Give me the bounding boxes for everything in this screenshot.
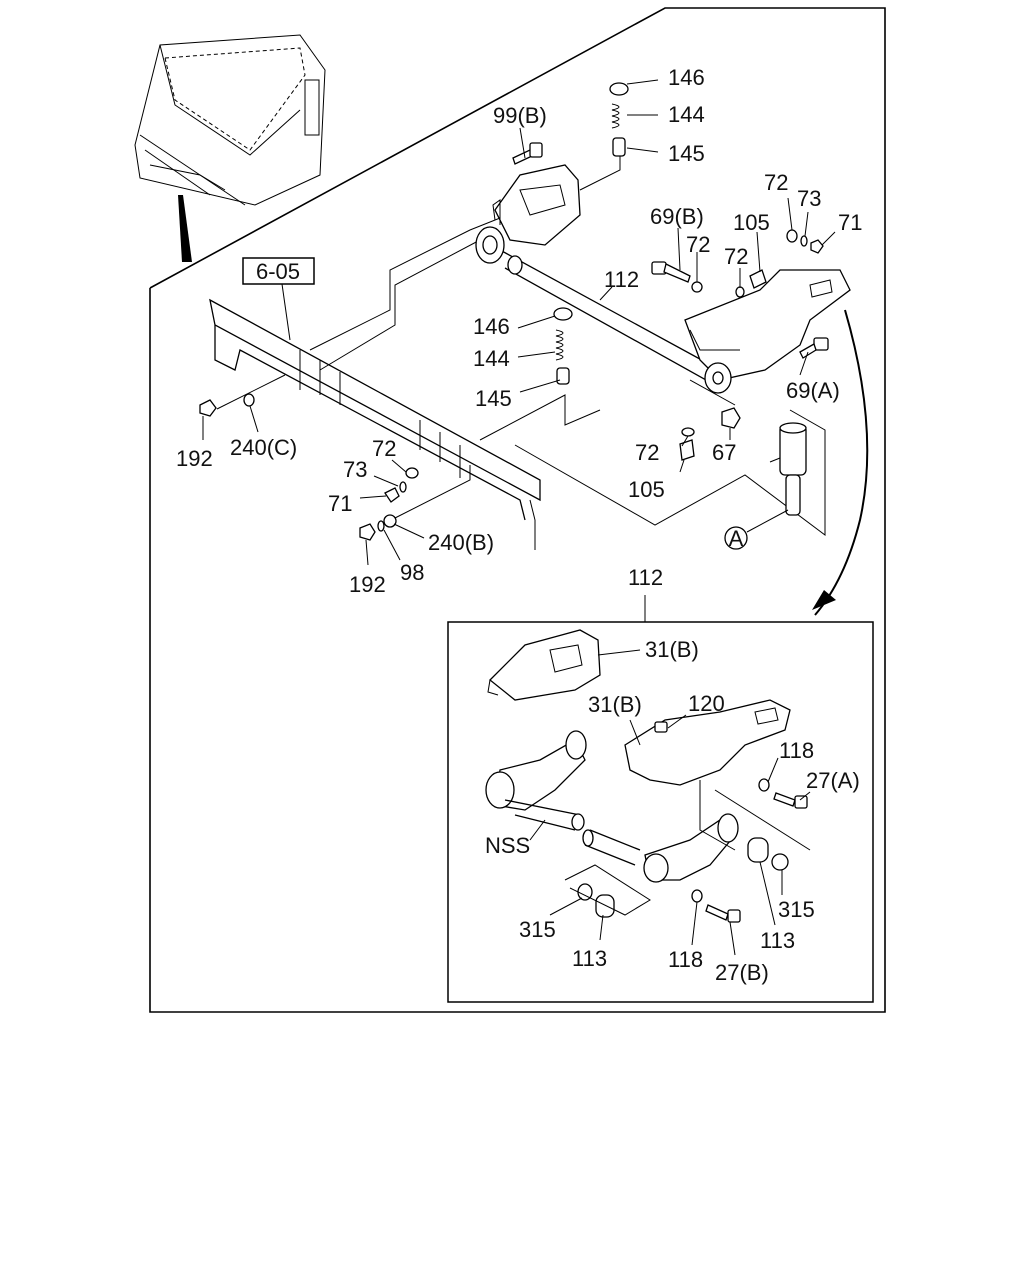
ref-box-label: 6-05 (256, 259, 300, 284)
frame-rail (209, 298, 541, 550)
right-bracket (684, 269, 851, 394)
label-27b: 27(B) (715, 960, 769, 985)
ref-box: 6-05 (242, 257, 315, 341)
cross-shaft (499, 249, 721, 386)
label-98: 98 (400, 560, 424, 585)
label-315-a: 315 (519, 917, 556, 942)
bolt-99b (512, 142, 543, 165)
label-71-b: 71 (328, 491, 352, 516)
label-192-a: 192 (176, 446, 213, 471)
inset-box (447, 595, 874, 1003)
label-72-d: 72 (635, 440, 659, 465)
label-73-a: 73 (797, 186, 821, 211)
guide-lines (309, 150, 826, 536)
label-118-a: 118 (779, 738, 814, 763)
label-118-b: 118 (668, 947, 703, 972)
label-69b: 69(B) (650, 204, 704, 229)
label-240c: 240(C) (230, 435, 297, 460)
label-145-top: 145 (668, 141, 705, 166)
label-146-top: 146 (668, 65, 705, 90)
label-73-b: 73 (343, 457, 367, 482)
label-72-c: 72 (724, 244, 748, 269)
fasteners-left (199, 374, 471, 541)
label-113-b: 113 (760, 928, 795, 953)
circle-ref-label: A (729, 526, 744, 551)
part-labels: 146 144 145 99(B) 72 73 71 69(B) 72 105 … (176, 65, 862, 985)
label-105-b: 105 (628, 477, 665, 502)
outer-frame (149, 7, 886, 1013)
label-192-b: 192 (349, 572, 386, 597)
label-71-a: 71 (838, 210, 862, 235)
label-112-a: 112 (604, 267, 639, 292)
label-145-mid: 145 (475, 386, 512, 411)
label-112-b: 112 (628, 565, 663, 590)
label-315-b: 315 (778, 897, 815, 922)
label-72-e: 72 (372, 436, 396, 461)
label-144-mid: 144 (473, 346, 510, 371)
callout-arrow (812, 309, 869, 616)
label-144-top: 144 (668, 102, 705, 127)
cylinder-a: A (724, 422, 807, 551)
label-105-a: 105 (733, 210, 770, 235)
fasteners-right (679, 229, 829, 461)
spring-stack-top (609, 82, 629, 157)
label-31b-upper: 31(B) (645, 637, 699, 662)
label-27a: 27(A) (806, 768, 860, 793)
label-72-a: 72 (764, 170, 788, 195)
left-bracket (475, 164, 581, 264)
label-146-mid: 146 (473, 314, 510, 339)
label-99b: 99(B) (493, 103, 547, 128)
label-120: 120 (688, 691, 725, 716)
label-240b: 240(B) (428, 530, 494, 555)
truck-cab-icon (134, 34, 326, 262)
bolt-69b (651, 261, 703, 293)
label-67: 67 (712, 440, 736, 465)
label-nss: NSS (485, 833, 530, 858)
leader-lines (202, 79, 836, 956)
label-69a: 69(A) (786, 378, 840, 403)
label-31b-lower: 31(B) (588, 692, 642, 717)
spring-stack-middle (553, 307, 573, 385)
label-113-a: 113 (572, 946, 607, 971)
label-72-b: 72 (686, 232, 710, 257)
